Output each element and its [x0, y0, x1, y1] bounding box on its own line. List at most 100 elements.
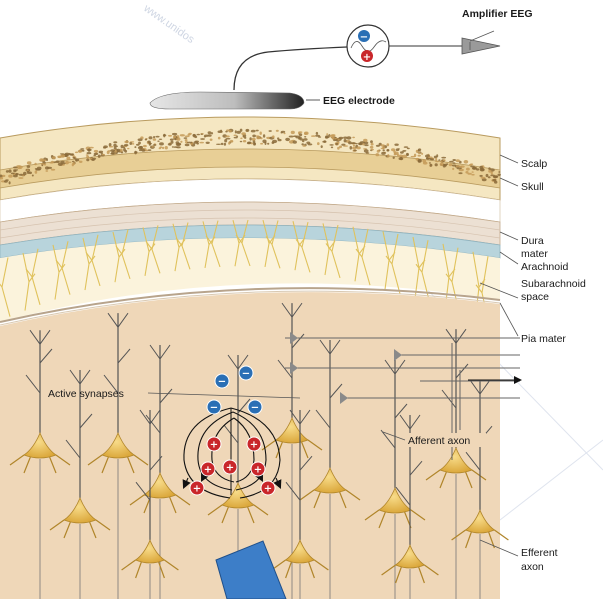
skull-speckle — [216, 144, 221, 145]
skull-speckle — [449, 163, 453, 166]
skull-speckle — [127, 148, 129, 149]
skull-speckle — [208, 131, 212, 134]
skull-speckle — [26, 169, 28, 171]
svg-text:+: + — [254, 465, 262, 476]
skull-speckle — [196, 142, 199, 144]
amplifier-arrow-icon — [462, 38, 500, 54]
skull-speckle — [321, 145, 323, 148]
skull-speckle — [402, 150, 406, 151]
skull-speckle — [376, 145, 380, 147]
skull-speckle — [208, 134, 212, 137]
skull-speckle — [428, 156, 433, 158]
skull-speckle — [87, 152, 92, 154]
skull-speckle — [304, 132, 309, 135]
skull-speckle — [371, 143, 374, 146]
skull-speckle — [224, 139, 227, 142]
skull-speckle — [86, 154, 89, 156]
skull-speckle — [430, 158, 433, 159]
skull-speckle — [479, 175, 482, 177]
skull-speckle — [353, 145, 355, 147]
skull-speckle — [94, 153, 99, 155]
arachnoid-label: Arachnoid — [521, 261, 568, 273]
skull-speckle — [68, 162, 71, 163]
skull-speckle — [56, 160, 60, 163]
skull-speckle — [247, 142, 251, 144]
skull-speckle — [153, 136, 155, 138]
skull-speckle — [8, 169, 11, 172]
skull-speckle — [134, 146, 136, 148]
skull-speckle — [404, 146, 408, 148]
skull-speckle — [75, 160, 77, 162]
skull-speckle — [89, 147, 94, 149]
skull-speckle — [142, 149, 146, 152]
skull-speckle — [472, 167, 476, 170]
skull-speckle — [325, 136, 328, 139]
svg-text:−: − — [242, 369, 250, 380]
skull-speckle — [138, 138, 143, 141]
skull-speckle — [323, 140, 326, 143]
skull-speckle — [27, 165, 31, 168]
skull-speckle — [102, 154, 105, 156]
skull-speckle — [381, 144, 385, 146]
skull-speckle — [411, 156, 416, 157]
skull-speckle — [138, 146, 143, 149]
skull-speckle — [109, 146, 113, 148]
skull-speckle — [153, 144, 157, 146]
negative-charge: − — [215, 374, 229, 388]
skull-speckle — [121, 145, 124, 148]
skull-speckle — [276, 130, 279, 132]
skull-speckle — [165, 146, 168, 149]
skull-speckle — [221, 143, 224, 145]
skull-speckle — [246, 129, 250, 132]
skull-speckle — [253, 142, 256, 145]
skull-speckle — [329, 144, 333, 146]
skull-speckle — [153, 138, 157, 141]
skull-speckle — [364, 149, 369, 152]
skull-speckle — [34, 163, 36, 166]
skull-speckle — [469, 164, 472, 166]
skull-speckle — [377, 150, 380, 153]
skull-speckle — [289, 136, 294, 138]
subarachnoid-label-line2: space — [521, 291, 549, 303]
skull-speckle — [434, 156, 437, 159]
skull-speckle — [163, 134, 166, 136]
skull-speckle — [488, 176, 491, 178]
skull-speckle — [356, 146, 360, 149]
skull-speckle — [66, 157, 70, 161]
skull-speckle — [152, 146, 154, 148]
skull-speckle — [19, 166, 23, 169]
skull-speckle — [13, 175, 18, 178]
skull-speckle — [35, 170, 38, 173]
skull-speckle — [498, 174, 501, 176]
skull-speckle — [149, 142, 151, 146]
skull-speckle — [70, 153, 74, 155]
skull-speckle — [272, 140, 277, 143]
skull-speckle — [123, 148, 126, 152]
skull-speckle — [490, 175, 495, 177]
skull-speckle — [492, 179, 496, 181]
skull-speckle — [371, 149, 374, 151]
skull-speckle — [173, 136, 176, 139]
skull-speckle — [260, 132, 262, 135]
skull-speckle — [230, 140, 233, 143]
skull-speckle — [470, 166, 475, 168]
skull-speckle — [87, 149, 92, 151]
skull-speckle — [352, 137, 355, 139]
skull-speckle — [443, 164, 446, 168]
skull-speckle — [438, 159, 440, 161]
skull-speckle — [480, 168, 485, 172]
skull-speckle — [308, 143, 313, 145]
skull-speckle — [494, 181, 497, 184]
skull-speckle — [498, 171, 500, 173]
skull-speckle — [267, 143, 269, 145]
skull-speckle — [45, 170, 48, 172]
skull-speckle — [45, 166, 49, 169]
skull-speckle — [381, 152, 386, 155]
scalp-label: Scalp — [521, 158, 547, 170]
skull-speckle — [407, 153, 409, 156]
skull-speckle — [157, 141, 159, 142]
skull-speckle — [74, 158, 78, 159]
skull-speckle — [75, 152, 78, 154]
skull-speckle — [311, 135, 316, 137]
amplifier-label: Amplifier EEG — [462, 8, 533, 20]
